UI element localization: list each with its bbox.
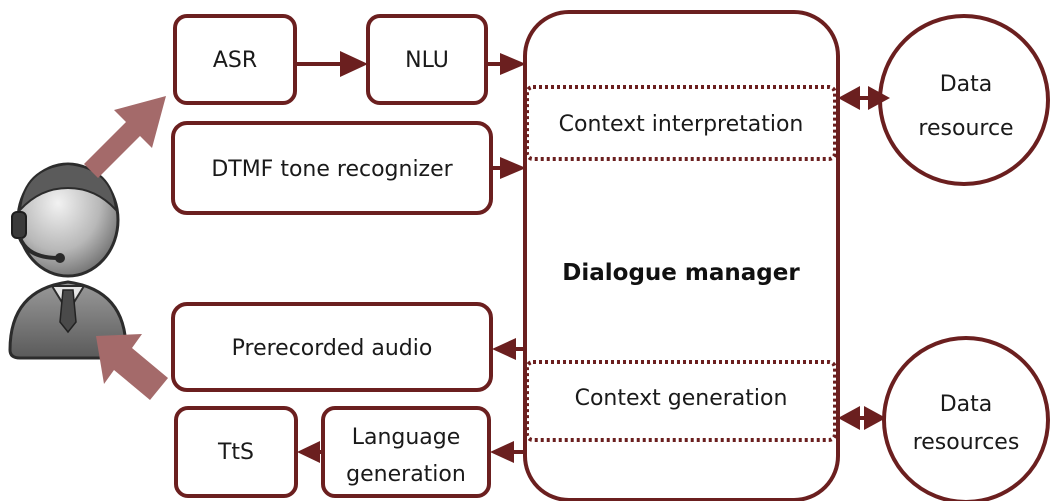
prerecorded-audio-box: Prerecorded audio [171,302,493,392]
langgen-to-tts-arrow [297,441,323,463]
context-generation-box: Context generation [525,360,837,442]
headset-user-icon [8,162,128,360]
asr-label: ASR [213,48,257,73]
incoming-speech-arrow [84,96,166,178]
connector-arrows [295,51,890,463]
manager-top-resource-arrow [838,86,890,110]
language-generation-line2: generation [346,462,466,487]
manager-bottom-resource-arrow [838,406,886,430]
asr-to-nlu-arrow [295,51,368,77]
outgoing-audio-arrow [96,334,168,400]
nlu-box: NLU [366,14,488,105]
manager-to-langgen-arrow [490,441,525,463]
nlu-to-manager-arrow [486,53,526,75]
context-interpretation-label: Context interpretation [559,112,804,137]
tts-label: TtS [217,440,254,465]
data-resource-circle-top: Data resource [878,14,1050,186]
dtmf-to-manager-arrow [491,157,526,179]
data-resource-bottom-line2: resources [913,430,1020,455]
dialogue-manager-box: Dialogue manager [523,10,840,501]
context-interpretation-box: Context interpretation [525,85,837,161]
language-generation-box: Language generation [321,406,491,498]
data-resource-bottom-line1: Data [940,392,993,417]
data-resource-circle-bottom: Data resources [882,336,1050,501]
tts-box: TtS [174,406,298,498]
prerecorded-audio-label: Prerecorded audio [232,336,433,361]
language-generation-line1: Language [352,425,461,450]
data-resource-top-line2: resource [918,116,1013,141]
manager-to-prerecorded-arrow [492,338,525,360]
asr-box: ASR [173,14,297,105]
dialogue-manager-label: Dialogue manager [562,260,800,286]
data-resource-top-line1: Data [940,72,993,97]
nlu-label: NLU [405,48,449,73]
dtmf-box: DTMF tone recognizer [171,121,493,215]
context-generation-label: Context generation [575,386,788,411]
dtmf-label: DTMF tone recognizer [211,157,453,182]
